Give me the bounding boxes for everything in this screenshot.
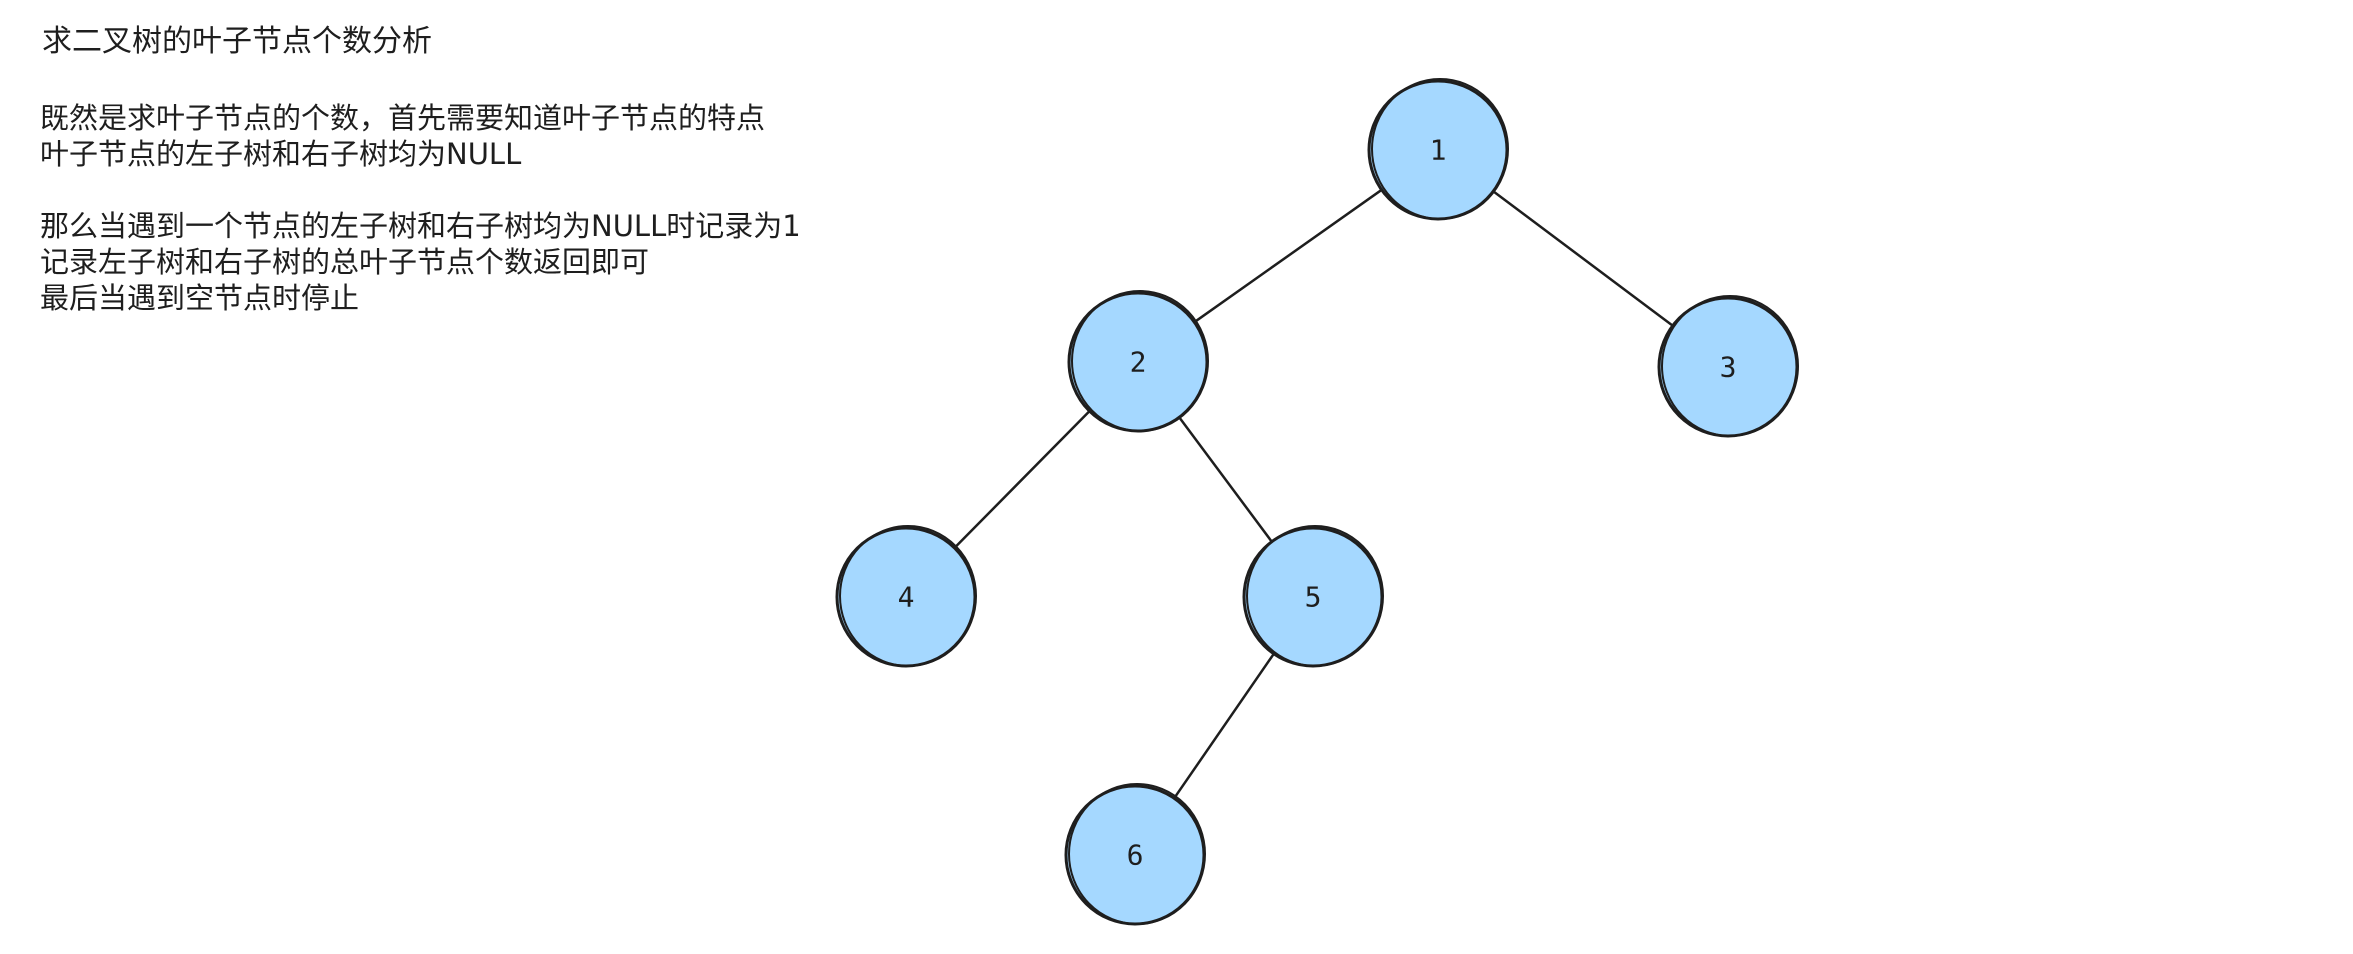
node-label: 4: [898, 581, 915, 614]
tree-node-4: 4: [835, 525, 977, 668]
tree-edge: [953, 409, 1091, 550]
node-sketch-outline: [839, 525, 977, 667]
node-label: 6: [1127, 839, 1144, 872]
node-sketch-outline: [1071, 290, 1209, 432]
tree-edge: [1172, 652, 1276, 800]
note-line: 记录左子树和右子树的总叶子节点个数返回即可: [40, 245, 650, 279]
node-label: 1: [1430, 134, 1447, 167]
tree-node-5: 5: [1242, 525, 1384, 668]
tree-nodes: 1 2 3 4 5 6: [835, 78, 1799, 926]
analysis-notes: 既然是求叶子节点的个数，首先需要知道叶子节点的特点 叶子节点的左子树和右子树均为…: [40, 100, 801, 316]
diagram-title: 求二叉树的叶子节点个数分析: [42, 24, 432, 59]
node-label: 3: [1720, 351, 1737, 384]
note-line: 那么当遇到一个节点的左子树和右子树均为NULL时记录为1: [40, 209, 801, 243]
tree-node-1: 1: [1367, 78, 1509, 221]
node-sketch-outline: [1068, 783, 1206, 925]
tree-edge: [1193, 188, 1383, 324]
node-sketch-outline: [1661, 295, 1799, 437]
tree-node-3: 3: [1657, 295, 1799, 438]
tree-edges: [953, 188, 1675, 800]
tree-node-2: 2: [1067, 290, 1209, 433]
node-sketch-outline: [1246, 525, 1384, 667]
note-line: 叶子节点的左子树和右子树均为NULL: [40, 137, 522, 171]
tree-edge: [1177, 416, 1274, 543]
tree-node-6: 6: [1064, 783, 1206, 926]
tree-edge: [1491, 190, 1675, 327]
node-label: 2: [1130, 346, 1147, 379]
node-label: 5: [1305, 581, 1322, 614]
node-sketch-outline: [1371, 78, 1509, 220]
note-line: 最后当遇到空节点时停止: [40, 281, 360, 315]
note-line: 既然是求叶子节点的个数，首先需要知道叶子节点的特点: [40, 101, 766, 135]
